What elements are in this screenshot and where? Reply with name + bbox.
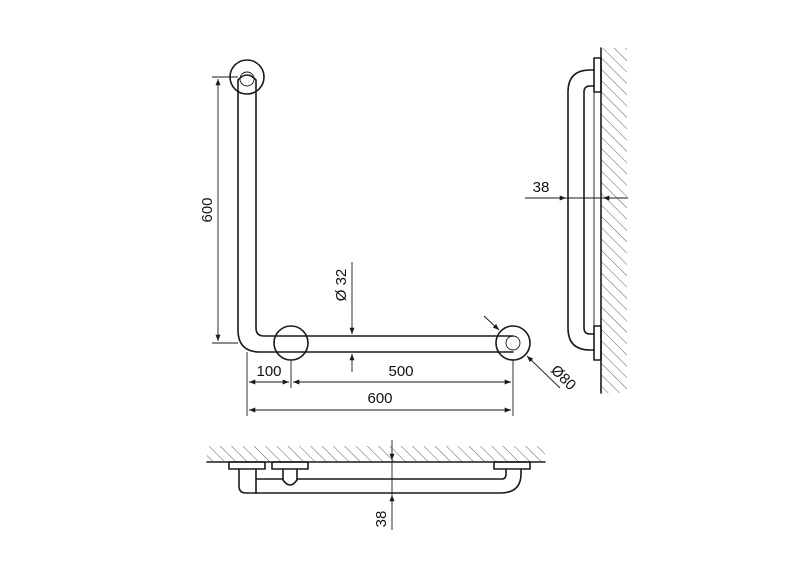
plan-mid-post	[282, 468, 298, 486]
dim-plan-38: 38	[373, 440, 395, 530]
corner-flange	[273, 325, 309, 361]
dim-diameter-32: Ø 32	[333, 262, 355, 372]
plan-bar-outer	[255, 468, 522, 494]
dim-row-100-500: 100 500	[246, 352, 514, 416]
plan-left-post	[238, 468, 257, 494]
bar-inner-edge	[255, 79, 514, 337]
dim-side-38-label: 38	[533, 179, 550, 196]
side-top-flange	[593, 57, 602, 93]
dim-diameter-32-label: Ø 32	[333, 269, 350, 302]
plan-bar-inner	[255, 468, 507, 480]
dim-100-label: 100	[256, 363, 281, 380]
dim-length-600-label: 600	[367, 390, 392, 407]
dim-plan-38-label: 38	[373, 511, 390, 528]
right-flange-hub	[505, 335, 521, 351]
dim-length-600: 600	[249, 390, 511, 413]
top-flange-hub	[239, 71, 255, 87]
plan-mid-flange	[271, 461, 309, 470]
side-bar-inner	[583, 85, 595, 335]
dim-side-38: 38	[525, 179, 628, 201]
side-bar-outer	[567, 69, 595, 351]
plan-right-flange	[493, 461, 531, 470]
side-bottom-flange	[593, 325, 602, 361]
bar-outer-edge	[237, 79, 514, 353]
plan-wall-hatch	[207, 446, 545, 462]
dim-flange-80-label: Ø80	[547, 362, 579, 394]
right-flange	[495, 325, 531, 361]
dim-height-600: 600	[199, 76, 238, 344]
plan-view	[206, 446, 546, 494]
plan-left-flange	[228, 461, 266, 470]
side-wall-hatch	[601, 48, 627, 393]
dim-height-600-label: 600	[199, 197, 216, 222]
dim-500-label: 500	[388, 363, 413, 380]
front-view	[229, 59, 531, 361]
side-view	[567, 47, 627, 394]
bar-top-cap	[237, 74, 257, 81]
